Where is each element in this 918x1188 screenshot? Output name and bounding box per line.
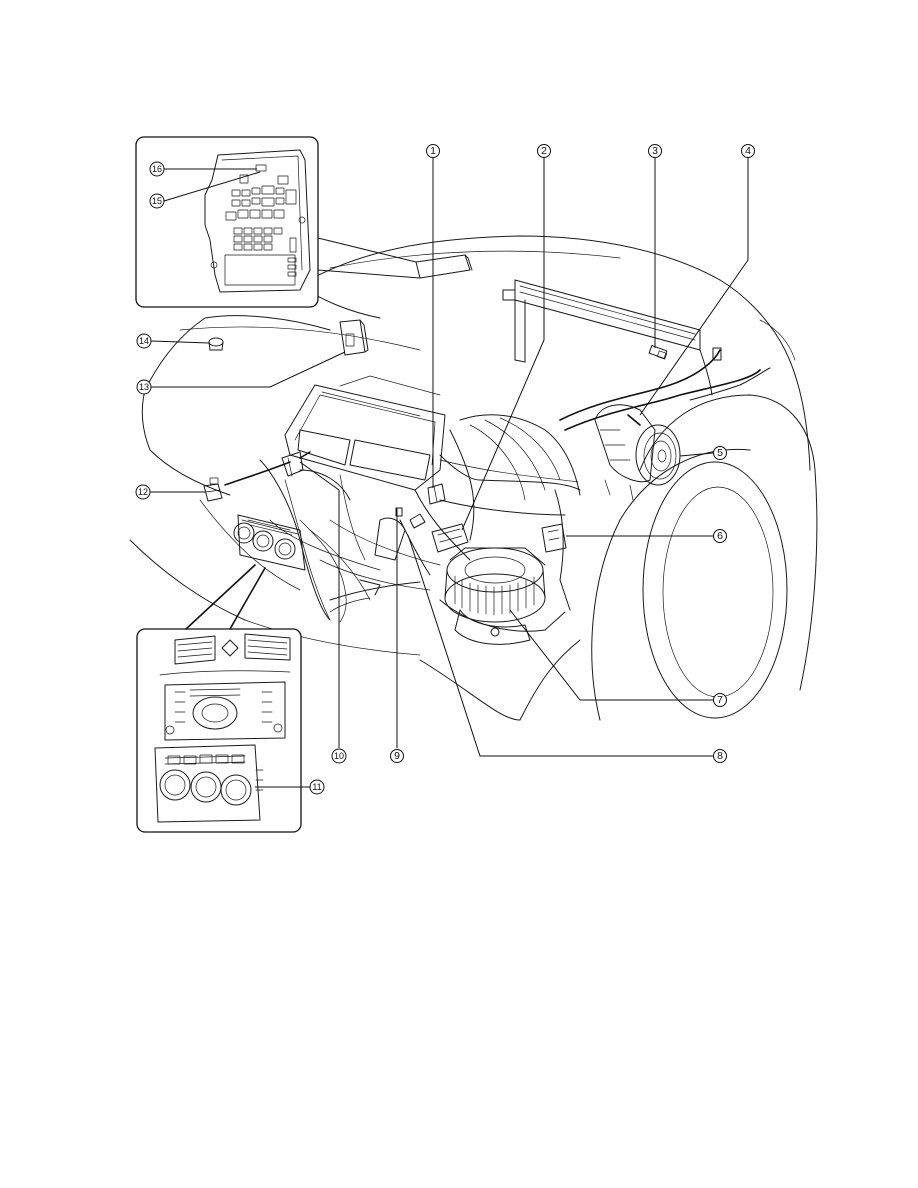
callout-1: 1 [426,144,440,158]
heater-unit [259,375,581,645]
callout-5: 5 [713,446,727,460]
blower-fan-blades [454,575,535,616]
fuse-box-inset [135,136,421,308]
fuse-block-location [415,254,473,279]
callout-7: 7 [713,693,727,707]
callout-15: 15 [149,193,165,209]
callout-2: 2 [537,144,551,158]
leader-lines [150,157,749,788]
cowl-control-module [339,319,369,356]
callout-16: 16 [149,161,165,177]
svg-text:5: 5 [717,447,723,459]
ac-compressor [594,404,681,501]
ambient-temperature-sensor [203,477,223,502]
svg-text:9: 9 [394,750,400,762]
svg-text:10: 10 [334,751,344,761]
callout-12: 12 [135,484,151,500]
evaporator-temperature-sensor [281,451,311,477]
svg-text:3: 3 [652,145,658,157]
air-mix-actuator [427,483,446,505]
refrigerant-pipes [559,347,771,431]
condenser [502,279,701,363]
svg-text:16: 16 [152,164,162,174]
svg-text:8: 8 [717,750,723,762]
callout-6: 6 [713,529,727,543]
svg-text:13: 13 [139,382,149,392]
callout-8: 8 [713,749,727,763]
svg-text:6: 6 [717,530,723,542]
svg-text:4: 4 [745,145,751,157]
svg-text:7: 7 [717,694,723,706]
callout-10: 10 [331,748,347,764]
power-mosfet [541,523,567,553]
intake-actuator [395,507,426,529]
svg-text:1: 1 [430,145,436,157]
callout-3: 3 [648,144,662,158]
svg-text:11: 11 [312,782,321,792]
airflow-mode-actuator [431,523,469,553]
callout-13: 13 [136,379,152,395]
svg-text:15: 15 [152,196,162,206]
callout-4: 4 [741,144,755,158]
svg-text:12: 12 [138,487,148,497]
callout-14: 14 [136,333,152,349]
callout-11: 11 [309,779,325,795]
svg-text:14: 14 [139,336,149,346]
refrigerant-pressure-sensor [648,345,668,360]
climate-control-unit [233,514,306,571]
svg-text:2: 2 [541,145,547,157]
fuse-grid [225,164,297,277]
callout-9: 9 [390,749,404,763]
climate-panel-inset [136,564,302,833]
solar-radiation-sensor [208,337,224,351]
